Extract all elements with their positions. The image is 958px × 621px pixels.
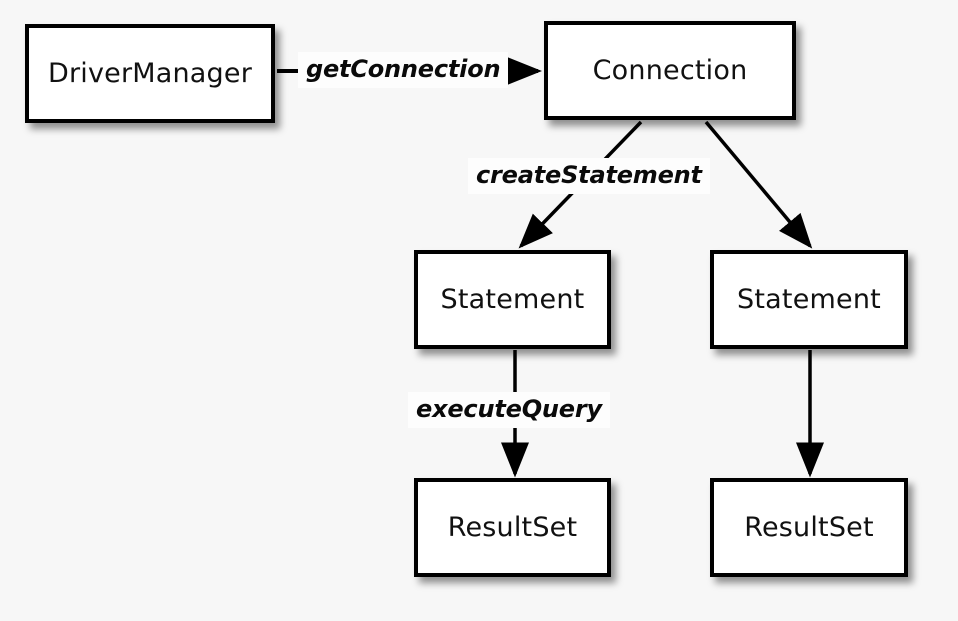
node-connection-label: Connection	[592, 55, 748, 86]
node-statement-right-label: Statement	[737, 284, 881, 315]
node-statement-left[interactable]: Statement	[414, 250, 611, 349]
node-resultset-left[interactable]: ResultSet	[414, 478, 611, 577]
node-resultset-right[interactable]: ResultSet	[710, 478, 908, 577]
node-statement-right[interactable]: Statement	[710, 250, 908, 349]
edge-label-getconnection: getConnection	[298, 52, 509, 88]
node-resultset-right-label: ResultSet	[744, 512, 874, 543]
node-drivermanager[interactable]: DriverManager	[25, 24, 275, 123]
edge-label-executequery: executeQuery	[408, 392, 610, 428]
connector-connection-to-statement-right	[704, 120, 813, 249]
node-connection[interactable]: Connection	[544, 21, 796, 120]
edge-label-createstatement: createStatement	[468, 158, 710, 194]
node-resultset-left-label: ResultSet	[447, 512, 578, 543]
node-statement-left-label: Statement	[440, 284, 585, 315]
node-drivermanager-label: DriverManager	[47, 58, 253, 89]
